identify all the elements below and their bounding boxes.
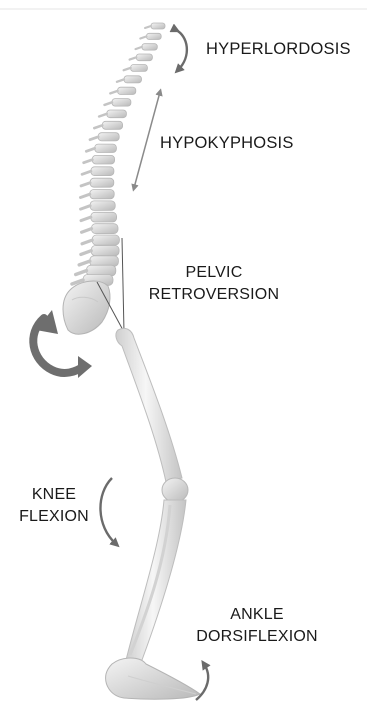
spinous-process: [81, 183, 90, 186]
ankle-text-line-1: ANKLE: [192, 604, 322, 626]
pelvic-text-line-2: RETROVERSION: [140, 284, 288, 306]
vertebra: [112, 99, 131, 107]
vertebra: [95, 144, 117, 152]
ankle-dorsiflexion-label: ANKLE DORSIFLEXION: [192, 604, 322, 648]
vertebra: [92, 155, 114, 164]
spinous-process: [82, 240, 92, 244]
hypokyphosis-label: HYPOKYPHOSIS: [160, 132, 294, 154]
knee-flexion-label: KNEE FLEXION: [6, 484, 102, 528]
spinous-process: [81, 251, 91, 255]
vertebra: [91, 167, 114, 176]
spinous-process: [76, 271, 87, 275]
spinous-process: [81, 206, 91, 209]
spinous-process: [124, 68, 131, 70]
vertebra: [142, 44, 157, 50]
spinous-process: [136, 47, 142, 49]
vertebra: [92, 235, 119, 245]
vertebra: [90, 201, 115, 211]
vertebra: [124, 76, 142, 83]
pelvic-text-line-1: PELVIC: [140, 262, 288, 284]
vertebra: [102, 121, 122, 129]
spinous-process: [81, 217, 91, 221]
hyperlordosis-text: HYPERLORDOSIS: [206, 38, 351, 60]
spinous-process: [145, 26, 151, 28]
spinous-process: [79, 261, 90, 265]
spinous-process: [90, 137, 98, 140]
spinous-process: [81, 194, 90, 197]
vertebra: [98, 133, 119, 141]
spinous-process: [130, 57, 137, 59]
hypokyphosis-arrow-icon: [134, 92, 160, 188]
tibia: [126, 500, 186, 660]
vertebra: [131, 65, 148, 72]
spinous-process: [105, 102, 113, 105]
ankle-text-line-2: DORSIFLEXION: [192, 626, 322, 648]
vertebra: [136, 54, 152, 61]
vertebra: [92, 224, 119, 234]
vertebra: [151, 23, 165, 29]
spinous-process: [94, 125, 102, 128]
spinous-process: [140, 36, 146, 38]
knee-text-line-1: KNEE: [6, 484, 102, 506]
hypokyphosis-text: HYPOKYPHOSIS: [160, 132, 294, 154]
vertebra: [91, 212, 117, 222]
vertebra: [107, 110, 127, 118]
vertebra: [118, 87, 136, 94]
hyperlordosis-label: HYPERLORDOSIS: [206, 38, 351, 60]
spinous-process: [86, 148, 94, 151]
vertebra: [91, 246, 119, 256]
spinous-process: [82, 171, 91, 174]
spinous-process: [82, 229, 92, 233]
spinous-process: [84, 160, 93, 163]
spinous-process: [99, 114, 107, 117]
knee-text-line-2: FLEXION: [6, 506, 102, 528]
foot: [106, 658, 200, 699]
vertebra: [90, 190, 114, 199]
hyperlordosis-arrow-icon: [176, 30, 187, 70]
vertebra: [90, 178, 114, 187]
spine: [72, 23, 165, 286]
pelvic-retroversion-label: PELVIC RETROVERSION: [140, 262, 288, 306]
knee-flexion-arrow-icon: [100, 478, 116, 544]
pelvis: [63, 281, 110, 334]
femur: [116, 328, 188, 502]
vertebra: [147, 33, 162, 39]
spinous-process: [110, 91, 117, 94]
spinous-process: [117, 79, 124, 81]
